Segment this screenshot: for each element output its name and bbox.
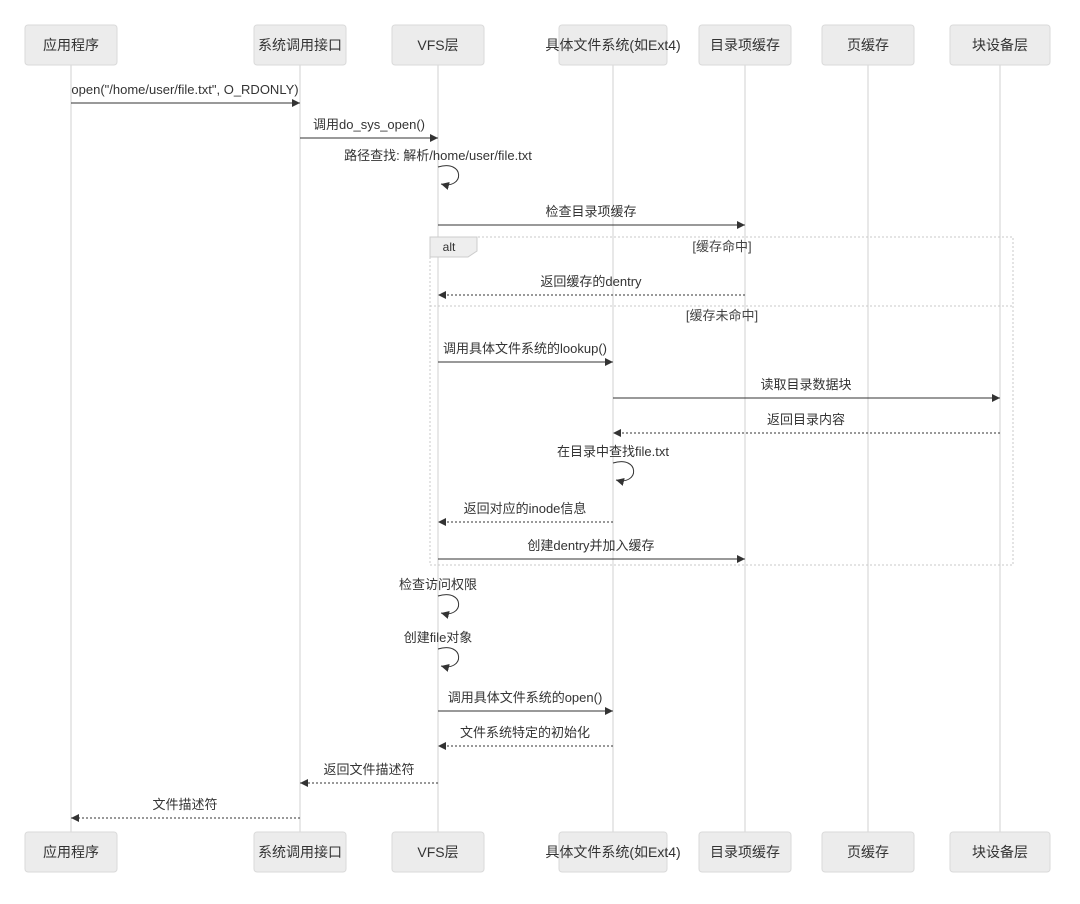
participant-label: VFS层 (417, 37, 458, 53)
participant-label: VFS层 (417, 844, 458, 860)
alt-frame-tab (429, 236, 478, 258)
message-label: 调用具体文件系统的lookup() (443, 341, 607, 356)
alt-frame (429, 236, 1014, 566)
participant-box-fs-bottom (558, 831, 668, 873)
self-loop-arrow (437, 647, 460, 672)
message-label: 调用具体文件系统的open() (448, 690, 603, 705)
message-label: 路径查找: 解析/home/user/file.txt (344, 148, 532, 163)
participant-box-app-bottom (24, 831, 118, 873)
message-label: 返回缓存的dentry (540, 274, 642, 289)
participant-box-syscall-top (253, 24, 347, 66)
message-label: 创建file对象 (404, 630, 473, 645)
participant-box-pagecache-top (821, 24, 915, 66)
message-label: 文件系统特定的初始化 (460, 725, 590, 740)
message-label: 读取目录数据块 (760, 377, 851, 392)
message-label: 返回目录内容 (767, 412, 845, 427)
participant-box-pagecache-bottom (821, 831, 915, 873)
participant-box-syscall-bottom (253, 831, 347, 873)
participant-label: 目录项缓存 (710, 37, 780, 53)
participant-label: 块设备层 (972, 37, 1028, 53)
message-label: 在目录中查找file.txt (557, 444, 669, 459)
self-loop-arrow (437, 165, 460, 190)
participant-box-vfs-bottom (391, 831, 485, 873)
message-label: 文件描述符 (152, 797, 217, 812)
message-label: 检查访问权限 (399, 577, 477, 592)
participant-label: 具体文件系统(如Ext4) (545, 844, 680, 860)
participant-label: 页缓存 (847, 37, 889, 53)
participant-box-dcache-top (698, 24, 792, 66)
message-label: 返回对应的inode信息 (464, 501, 587, 516)
participant-box-fs-top (558, 24, 668, 66)
participant-box-blockdev-bottom (949, 831, 1051, 873)
message-label: 检查目录项缓存 (545, 204, 636, 219)
participant-box-blockdev-top (949, 24, 1051, 66)
participant-label: 应用程序 (43, 844, 99, 860)
participant-label: 系统调用接口 (258, 37, 342, 53)
message-label: 创建dentry并加入缓存 (527, 538, 654, 553)
self-loop-arrow (612, 461, 635, 486)
participant-label: 应用程序 (43, 37, 99, 53)
alt-frame-label: alt (443, 240, 456, 254)
participant-label: 块设备层 (972, 844, 1028, 860)
participant-box-app-top (24, 24, 118, 66)
participant-box-vfs-top (391, 24, 485, 66)
participant-label: 系统调用接口 (258, 844, 342, 860)
alt-condition-miss: [缓存未命中] (686, 308, 758, 323)
alt-condition-hit: [缓存命中] (692, 239, 751, 254)
message-label: open("/home/user/file.txt", O_RDONLY) (71, 82, 298, 97)
message-label: 返回文件描述符 (323, 762, 414, 777)
self-loop-arrow (437, 594, 460, 619)
participant-box-dcache-bottom (698, 831, 792, 873)
participant-label: 页缓存 (847, 844, 889, 860)
participant-label: 目录项缓存 (710, 844, 780, 860)
message-label: 调用do_sys_open() (313, 117, 425, 132)
participant-label: 具体文件系统(如Ext4) (545, 37, 680, 53)
